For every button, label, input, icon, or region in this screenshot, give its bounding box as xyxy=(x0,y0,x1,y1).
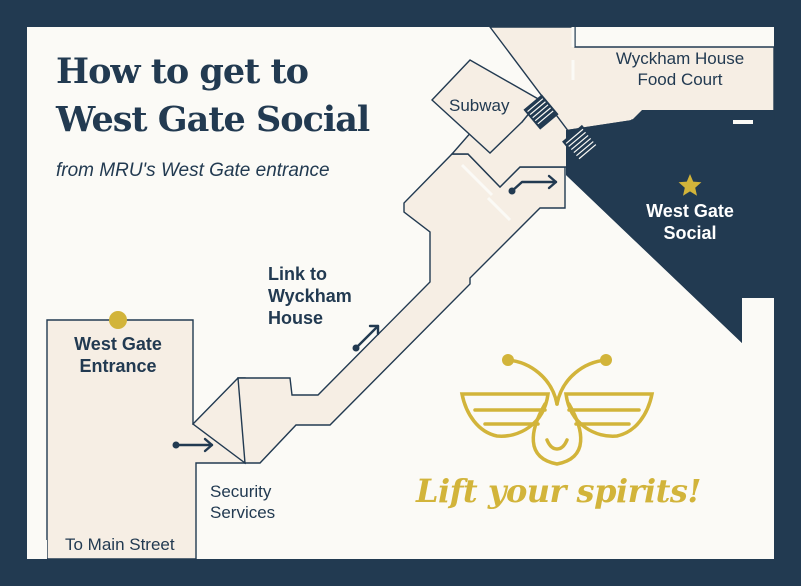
moth-logo-icon xyxy=(459,354,655,466)
entrance-label: West Gate Entrance xyxy=(74,334,162,376)
subway-label: Subway xyxy=(449,96,510,115)
slogan: Lift your spirits! xyxy=(416,472,701,510)
edge-fill xyxy=(27,540,47,559)
page-subtitle: from MRU's West Gate entrance xyxy=(56,160,330,181)
page-title: How to get to West Gate Social xyxy=(56,51,370,140)
stairs-icon xyxy=(562,124,600,164)
stairs-icon xyxy=(523,94,559,130)
dot-icon xyxy=(109,311,127,329)
link-corridor-label: Link to Wyckham House xyxy=(268,264,352,328)
star-icon xyxy=(678,174,702,196)
wall-gap xyxy=(460,163,494,197)
arrow-icon xyxy=(508,174,558,195)
food-court-label: Wyckham House Food Court xyxy=(615,49,745,89)
arrow-icon xyxy=(352,324,380,352)
social-notch xyxy=(733,120,753,124)
security-label: Security Services xyxy=(210,482,276,522)
arrow-icon xyxy=(172,437,214,453)
destination-label: West Gate Social xyxy=(646,201,734,243)
main-street-label: To Main Street xyxy=(65,535,175,554)
wall-gap xyxy=(486,196,512,222)
west-gate-social-area-top xyxy=(566,110,774,343)
